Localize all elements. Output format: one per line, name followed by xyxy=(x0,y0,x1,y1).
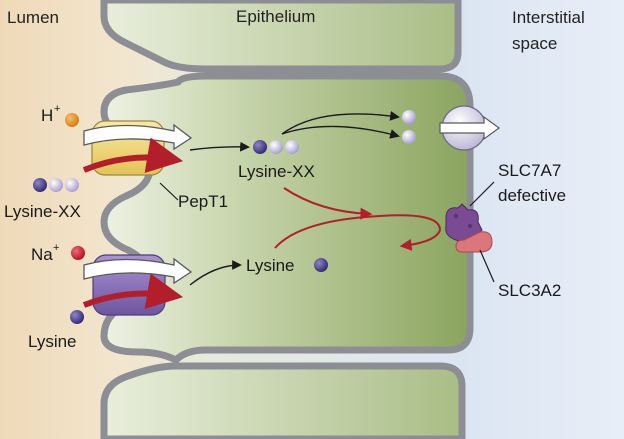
lysine-xx-lumen-icon xyxy=(33,178,79,192)
arrow-lysine-to-slc7a7 xyxy=(274,214,442,251)
hydrogen-label: H xyxy=(41,106,53,125)
pept1-transporter xyxy=(82,120,193,176)
sodium-lysine-transporter xyxy=(82,254,193,316)
sodium-label: Na xyxy=(31,245,53,264)
arrow-transporter-to-lysine xyxy=(189,260,242,286)
lower-cell xyxy=(100,362,466,439)
arrow-lysine-xx-to-slc7a7 xyxy=(283,187,373,220)
interstitial-label: Interstitial xyxy=(512,8,585,27)
slc7a7-defective-label: defective xyxy=(498,186,566,205)
slc7a7-protein-icon xyxy=(445,203,483,243)
lysine-xx-lumen-label: Lysine-XX xyxy=(4,202,81,221)
slc3a2-protein-icon xyxy=(455,231,493,253)
interstitial-label-line2: space xyxy=(512,34,557,53)
arrow-pept1-to-cell xyxy=(189,141,250,152)
lysine-cell-label: Lysine xyxy=(246,256,295,275)
pept1-pointer xyxy=(159,182,179,201)
lysine-xx-cell-icon xyxy=(253,140,299,154)
amino-acid-x-icon xyxy=(402,130,416,144)
slc7a7-label: SLC7A7 xyxy=(498,161,561,180)
slc7a7-pointer xyxy=(469,181,495,207)
lysine-lumen-icon xyxy=(70,310,84,324)
arrow-hydrolysis-upper xyxy=(281,111,400,135)
upper-cell xyxy=(100,0,462,73)
amino-acid-x-icon xyxy=(402,110,416,124)
hydrogen-charge: + xyxy=(54,103,60,115)
slc3a2-label: SLC3A2 xyxy=(498,281,561,300)
epithelium-label: Epithelium xyxy=(236,7,315,26)
basolateral-channel-icon xyxy=(439,105,501,151)
pept1-label: PepT1 xyxy=(178,192,228,211)
hydrogen-ion-icon xyxy=(65,113,79,127)
lysine-cell-icon xyxy=(314,258,328,272)
sodium-ion-icon xyxy=(71,246,85,260)
arrow-hydrolysis-lower xyxy=(281,125,400,139)
lumen-label: Lumen xyxy=(7,8,59,27)
lysine-lumen-label: Lysine xyxy=(28,332,77,351)
lysine-xx-cell-label: Lysine-XX xyxy=(238,162,315,181)
sodium-charge: + xyxy=(53,242,59,254)
slc3a2-pointer xyxy=(479,249,495,283)
